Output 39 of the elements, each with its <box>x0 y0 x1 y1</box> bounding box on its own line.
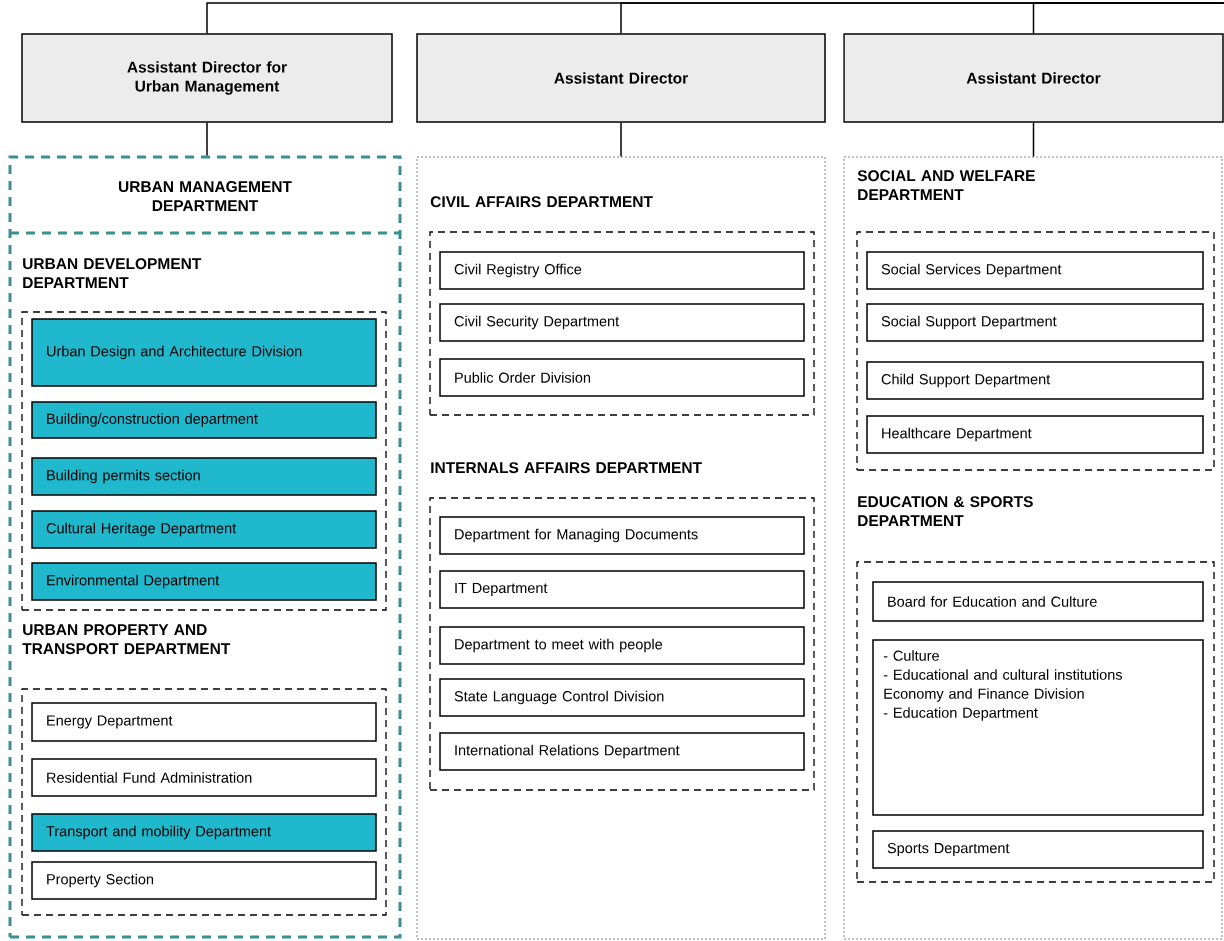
department-box: Building permits section <box>31 457 377 496</box>
department-column <box>843 156 1223 940</box>
department-box: International Relations Department <box>439 732 805 771</box>
department-box: Board for Education and Culture <box>872 581 1204 622</box>
department-box: Urban Design and Architecture Division <box>31 318 377 387</box>
node-label: EDUCATION & SPORTS DEPARTMENT <box>858 496 1033 527</box>
department-box: Public Order Division <box>439 358 805 397</box>
department-box: Child Support Department <box>866 361 1204 400</box>
department-box: Department to meet with people <box>439 626 805 665</box>
connector-line <box>206 122 208 157</box>
department-box: Sports Department <box>872 830 1204 869</box>
department-box: State Language Control Division <box>439 678 805 717</box>
director-box: Assistant Director for Urban Management <box>21 33 393 123</box>
department-box: Energy Department <box>31 702 377 742</box>
director-box: Assistant Director <box>416 33 826 123</box>
department-box: Civil Security Department <box>439 303 805 342</box>
department-box: Civil Registry Office <box>439 251 805 290</box>
department-box: Property Section <box>31 861 377 900</box>
node-label: INTERNALS AFFAIRS DEPARTMENT <box>431 462 702 474</box>
department-box: Environmental Department <box>31 562 377 601</box>
department-box: Residential Fund Administration <box>31 758 377 797</box>
department-box: Social Services Department <box>866 251 1204 290</box>
department-box: - Culture - Educational and cultural institutions Economy and Finance Division - Education Department <box>872 639 1204 816</box>
node-label: CIVIL AFFAIRS DEPARTMENT <box>430 196 653 208</box>
department-box: Healthcare Department <box>866 415 1204 454</box>
department-box: Transport and mobility Department <box>31 813 377 852</box>
department-box: Social Support Department <box>866 303 1204 342</box>
node-label: SOCIAL AND WELFARE DEPARTMENT <box>857 170 1035 201</box>
node-label: URBAN PROPERTY AND TRANSPORT DEPARTMENT <box>22 624 231 655</box>
department-box: Cultural Heritage Department <box>31 510 377 549</box>
connector-line <box>620 122 622 158</box>
department-box: Building/construction department <box>31 401 377 439</box>
director-box: Assistant Director <box>843 33 1224 123</box>
connector-line <box>1032 122 1035 158</box>
connector-line <box>1032 2 1224 34</box>
department-box: IT Department <box>439 570 805 609</box>
node-label: URBAN DEVELOPMENT DEPARTMENT <box>23 258 202 289</box>
department-box: Department for Managing Documents <box>439 516 805 555</box>
department-column <box>416 156 826 940</box>
